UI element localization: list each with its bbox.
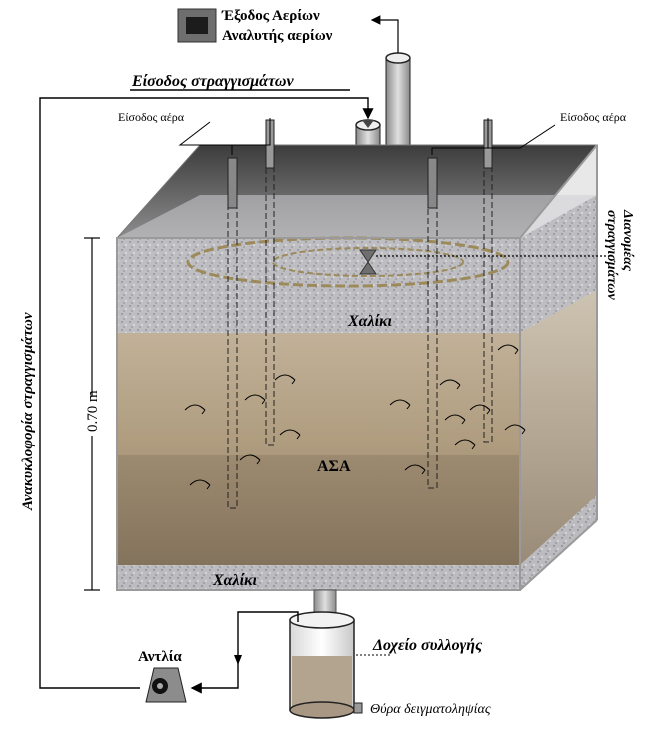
gas-analyzer-label: Αναλυτής αερίων [222, 28, 333, 44]
gas-outlet-label: Έξοδος Αερίων [221, 8, 320, 24]
airflow-arrows [184, 344, 526, 490]
air-inlet-lines-right [431, 118, 556, 155]
air-inlet-lines-left [178, 118, 271, 155]
recirculation-label: Ανακυκλοφορία στραγγισμάτων [20, 312, 36, 511]
flow-arrow-down [234, 655, 242, 665]
recirculation-line [39, 97, 374, 689]
distributor-label-line1: Διανομέας [620, 209, 635, 272]
distributor-label-line2: στραγγισμάτων [604, 210, 619, 300]
air-tube-3 [427, 157, 438, 489]
air-tube-1 [227, 157, 238, 509]
gravel-bottom-label: Χαλίκι [212, 572, 258, 589]
air-inlet-right-label: Είσοδος αέρα [560, 110, 627, 124]
pump-label: Αντλία [138, 649, 182, 665]
collection-tank [289, 611, 363, 719]
collection-tank-label: Δοχείο συλλογής [372, 637, 482, 654]
msw-label: ΑΣΑ [317, 458, 351, 475]
gravel-layer-bottom [117, 495, 597, 590]
pump-icon [145, 667, 187, 703]
air-inlet-left-label: Είσοδος αέρα [118, 110, 185, 124]
height-label: 0.70 m [85, 390, 101, 432]
gravel-top-label: Χαλίκι [347, 313, 393, 330]
height-label-bg [78, 396, 108, 436]
tank-to-pump-line [190, 611, 299, 694]
leachate-inlet-label: Είσοδος στραγγισμάτων [131, 73, 294, 90]
sampling-port-label: Θύρα δειγματοληψίας [370, 702, 491, 717]
gas-analyzer-icon [177, 8, 217, 43]
